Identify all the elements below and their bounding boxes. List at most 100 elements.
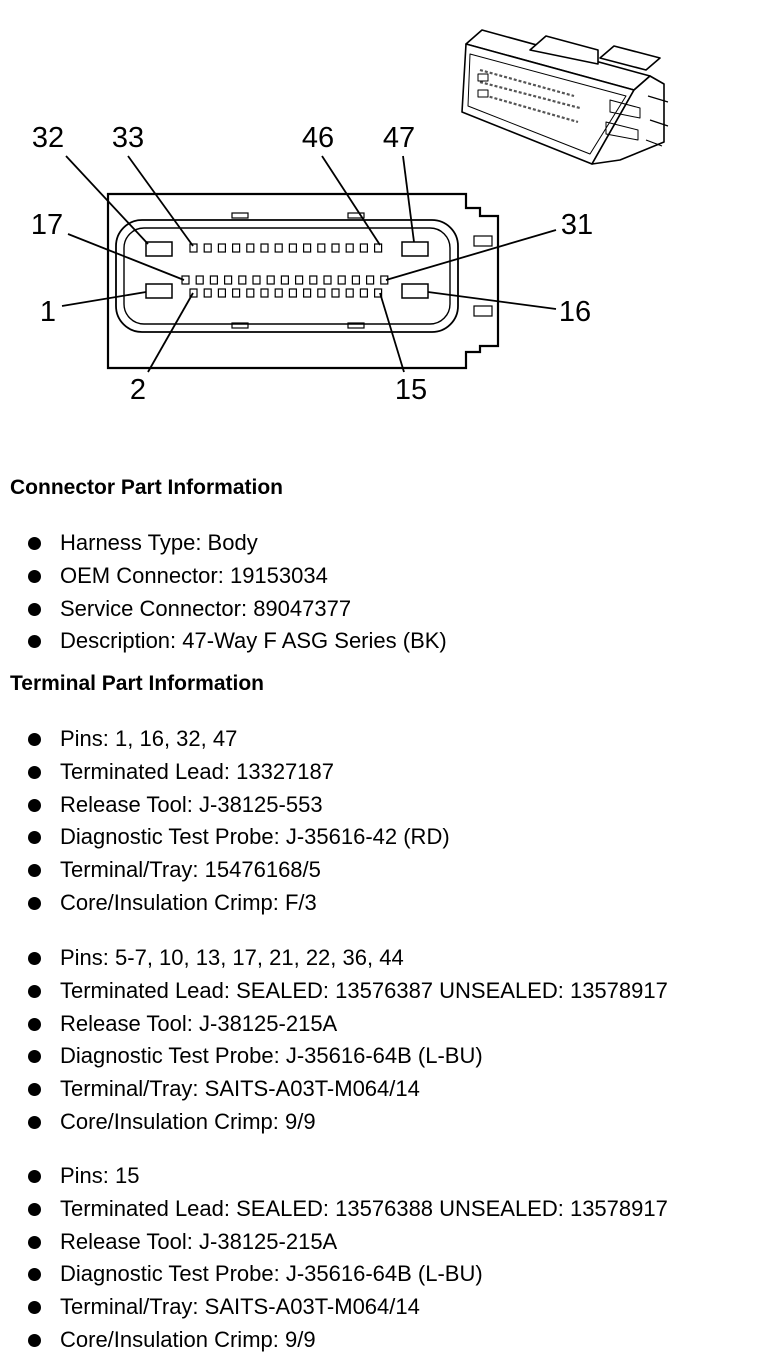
terminal-cavity	[303, 288, 312, 298]
list-item: Pins: 15	[0, 1160, 668, 1193]
leader-line-15	[379, 292, 405, 373]
terminal-cavity	[203, 288, 212, 298]
terminal-cavity	[331, 288, 340, 298]
connector-housing-outline	[106, 192, 500, 370]
leader-line-46	[321, 155, 381, 246]
leader-line-1	[61, 291, 147, 307]
terminal-group-1: Pins: 1, 16, 32, 47 Terminated Lead: 133…	[0, 723, 450, 920]
list-item: Pins: 1, 16, 32, 47	[0, 723, 450, 756]
terminal-cavity	[232, 288, 241, 298]
connector-part-info-list: Harness Type: Body OEM Connector: 191530…	[0, 527, 447, 658]
key-notch-bottom	[231, 322, 249, 329]
terminal-cavity	[260, 243, 269, 253]
list-item: Terminated Lead: SEALED: 13576387 UNSEAL…	[0, 975, 668, 1008]
list-item: Description: 47-Way F ASG Series (BK)	[0, 625, 447, 658]
terminal-cavity	[337, 275, 346, 285]
terminal-cavity	[246, 288, 255, 298]
terminal-cavity	[345, 243, 354, 253]
leader-line-32	[65, 155, 149, 245]
terminal-cavity	[189, 288, 198, 298]
connector-inner-border-inner	[123, 227, 451, 325]
terminal-cavity	[295, 275, 304, 285]
terminal-row-2-15	[189, 288, 383, 298]
terminal-cavity	[217, 243, 226, 253]
leader-line-33	[127, 155, 194, 247]
list-item: Service Connector: 89047377	[0, 593, 447, 626]
pin-label-16: 16	[559, 296, 591, 328]
leader-line-2	[147, 292, 194, 373]
terminal-cavity	[366, 275, 375, 285]
terminal-cavity	[317, 243, 326, 253]
terminal-cavity	[203, 243, 212, 253]
key-notch-bottom	[347, 322, 365, 329]
terminal-group-3: Pins: 15 Terminated Lead: SEALED: 135763…	[0, 1160, 668, 1357]
connector-inner-border-outer	[115, 219, 459, 333]
terminal-large-32	[145, 241, 173, 257]
terminal-cavity	[189, 243, 198, 253]
terminal-cavity	[209, 275, 218, 285]
terminal-cavity	[351, 275, 360, 285]
pin-label-47: 47	[383, 122, 415, 154]
terminal-cavity	[246, 243, 255, 253]
list-item: Terminal/Tray: 15476168/5	[0, 854, 450, 887]
terminal-cavity	[359, 288, 368, 298]
pin-label-15: 15	[395, 374, 427, 406]
terminal-large-1	[145, 283, 173, 299]
leader-line-31	[385, 229, 557, 281]
list-item: Terminated Lead: SEALED: 13576388 UNSEAL…	[0, 1193, 668, 1226]
list-item: Diagnostic Test Probe: J-35616-42 (RD)	[0, 821, 450, 854]
terminal-cavity	[195, 275, 204, 285]
list-item: Harness Type: Body	[0, 527, 447, 560]
terminal-cavity	[309, 275, 318, 285]
pin-label-31: 31	[561, 209, 593, 241]
terminal-cavity	[317, 288, 326, 298]
terminal-cavity	[280, 275, 289, 285]
list-item: Terminated Lead: 13327187	[0, 756, 450, 789]
list-item: Core/Insulation Crimp: 9/9	[0, 1106, 668, 1139]
terminal-cavity	[359, 243, 368, 253]
terminal-cavity	[303, 243, 312, 253]
pin-label-2: 2	[130, 374, 146, 406]
list-item: Release Tool: J-38125-215A	[0, 1226, 668, 1259]
connector-isometric-illustration	[461, 29, 669, 165]
list-item: Release Tool: J-38125-553	[0, 789, 450, 822]
connector-face-diagram: 32 33 46 47 17 31 1 16 2 15	[31, 29, 669, 406]
terminal-cavity	[274, 243, 283, 253]
list-item: Pins: 5-7, 10, 13, 17, 21, 22, 36, 44	[0, 942, 668, 975]
pin-label-1: 1	[40, 296, 56, 328]
terminal-large-47	[401, 241, 429, 257]
list-item: Terminal/Tray: SAITS-A03T-M064/14	[0, 1073, 668, 1106]
terminal-cavity	[252, 275, 261, 285]
terminal-cavity	[288, 243, 297, 253]
connector-part-info-heading: Connector Part Information	[10, 476, 284, 499]
terminal-cavity	[232, 243, 241, 253]
pin-label-17: 17	[31, 209, 63, 241]
terminal-cavity	[374, 288, 383, 298]
list-item: Terminal/Tray: SAITS-A03T-M064/14	[0, 1291, 668, 1324]
terminal-row-17-31	[181, 275, 389, 285]
side-latch	[473, 235, 493, 247]
terminal-cavity	[266, 275, 275, 285]
terminal-cavity	[224, 275, 233, 285]
terminal-cavity	[217, 288, 226, 298]
leader-line-16	[427, 291, 557, 310]
terminal-row-33-46	[189, 243, 383, 253]
pin-label-32: 32	[32, 122, 64, 154]
side-latch	[473, 305, 493, 317]
terminal-cavity	[238, 275, 247, 285]
terminal-cavity	[345, 288, 354, 298]
list-item: Diagnostic Test Probe: J-35616-64B (L-BU…	[0, 1258, 668, 1291]
key-notch-top	[347, 212, 365, 219]
terminal-large-16	[401, 283, 429, 299]
pin-label-33: 33	[112, 122, 144, 154]
terminal-group-2: Pins: 5-7, 10, 13, 17, 21, 22, 36, 44 Te…	[0, 942, 668, 1139]
key-notch-top	[231, 212, 249, 219]
terminal-cavity	[323, 275, 332, 285]
list-item: Diagnostic Test Probe: J-35616-64B (L-BU…	[0, 1040, 668, 1073]
list-item: Release Tool: J-38125-215A	[0, 1008, 668, 1041]
leader-line-47	[402, 155, 415, 243]
terminal-cavity	[260, 288, 269, 298]
terminal-cavity	[331, 243, 340, 253]
leader-line-17	[67, 233, 185, 281]
list-item: Core/Insulation Crimp: 9/9	[0, 1324, 668, 1357]
